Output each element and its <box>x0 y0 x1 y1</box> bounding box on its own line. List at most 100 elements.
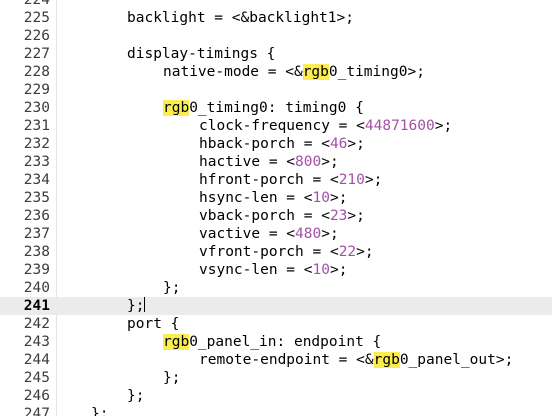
code-line[interactable]: 238 vfront-porch = <22>; <box>0 243 552 261</box>
code-text[interactable]: }; <box>127 387 144 405</box>
line-number: 245 <box>23 370 50 386</box>
code-text[interactable]: vsync-len = <10>; <box>199 261 347 279</box>
number-literal: 800 <box>295 154 322 170</box>
line-number: 232 <box>23 136 50 152</box>
line-number: 246 <box>23 388 50 404</box>
line-number: 247 <box>23 406 50 416</box>
code-token: >; <box>434 118 453 134</box>
code-text[interactable]: port { <box>127 315 179 333</box>
line-number: 233 <box>23 154 50 170</box>
code-token: >; <box>321 154 339 170</box>
code-line[interactable]: 246}; <box>0 387 552 405</box>
code-token: hsync-len = < <box>199 190 313 206</box>
search-highlight: rgb <box>163 100 190 116</box>
code-line[interactable]: 237 vactive = <480>; <box>0 225 552 243</box>
code-token: 0_timing0: timing0 { <box>189 100 364 116</box>
code-text[interactable]: }; <box>163 279 180 297</box>
line-number: 229 <box>23 82 50 98</box>
code-line[interactable]: 232 hback-porch = <46>; <box>0 135 552 153</box>
line-number: 240 <box>23 280 50 296</box>
code-token: }; <box>127 298 145 314</box>
code-text[interactable]: clock-frequency = <44871600>; <box>199 117 452 135</box>
code-line[interactable]: 234 hfront-porch = <210>; <box>0 171 552 189</box>
code-text[interactable]: vfront-porch = <22>; <box>199 243 374 261</box>
line-number: 239 <box>23 262 50 278</box>
code-text[interactable]: vactive = <480>; <box>199 225 339 243</box>
code-text[interactable]: hactive = <800>; <box>199 153 339 171</box>
number-literal: 10 <box>312 262 330 278</box>
code-text[interactable]: rgb0_panel_in: endpoint { <box>163 333 381 351</box>
code-text[interactable]: hfront-porch = <210>; <box>199 171 382 189</box>
code-token: vactive = < <box>199 226 296 242</box>
code-text[interactable]: rgb0_timing0: timing0 { <box>163 99 364 117</box>
search-highlight: rgb <box>163 334 190 350</box>
number-literal: 22 <box>338 244 357 260</box>
code-token: remote-endpoint = <& <box>199 352 374 368</box>
code-line[interactable]: 247}; <box>0 405 552 416</box>
number-literal: 480 <box>295 226 322 242</box>
text-cursor <box>144 297 146 312</box>
code-line[interactable]: 242 port { <box>0 315 552 333</box>
code-text[interactable]: hback-porch = <46>; <box>199 135 365 153</box>
line-number: 242 <box>23 316 50 332</box>
code-line[interactable]: 245}; <box>0 369 552 387</box>
code-token: hback-porch = < <box>199 136 330 152</box>
line-number: 226 <box>23 28 50 44</box>
code-token: }; <box>91 406 109 416</box>
code-text[interactable]: }; <box>163 369 180 387</box>
code-token: >; <box>329 262 348 278</box>
code-token: }; <box>163 280 181 296</box>
code-text[interactable]: native-mode = <&rgb0_timing0>; <box>163 63 425 81</box>
code-token: clock-frequency = < <box>199 118 365 134</box>
code-line[interactable]: 240}; <box>0 279 552 297</box>
code-token: >; <box>364 172 383 188</box>
code-text[interactable]: display-timings { <box>127 45 275 63</box>
code-token: 0_timing0>; <box>328 64 425 80</box>
code-line[interactable]: 227 display-timings { <box>0 45 552 63</box>
gutter-divider <box>56 0 57 416</box>
code-text[interactable]: remote-endpoint = <&rgb0_panel_out>; <box>199 351 513 369</box>
line-number: 230 <box>23 100 50 116</box>
code-token: 0_panel_in: endpoint { <box>189 334 382 350</box>
number-literal: 210 <box>338 172 365 188</box>
number-literal: 23 <box>329 208 348 224</box>
code-token: >; <box>347 208 365 224</box>
code-line[interactable]: 239 vsync-len = <10>; <box>0 261 552 279</box>
code-line[interactable]: 235 hsync-len = <10>; <box>0 189 552 207</box>
code-token: display-timings { <box>127 46 276 62</box>
code-token: }; <box>163 370 181 386</box>
line-number: 238 <box>23 244 50 260</box>
code-line[interactable]: 244 remote-endpoint = <&rgb0_panel_out>; <box>0 351 552 369</box>
code-line[interactable]: 233 hactive = <800>; <box>0 153 552 171</box>
code-token: }; <box>127 388 145 404</box>
line-number-gutter <box>0 0 56 416</box>
code-line[interactable]: 230 rgb0_timing0: timing0 { <box>0 99 552 117</box>
line-number: 224 <box>23 0 50 8</box>
code-text[interactable]: backlight = <&backlight1>; <box>127 9 354 27</box>
line-number: 237 <box>23 226 50 242</box>
line-number: 234 <box>23 172 50 188</box>
line-number: 244 <box>23 352 50 368</box>
code-token: vsync-len = < <box>199 262 313 278</box>
code-token: >; <box>347 136 365 152</box>
code-token: >; <box>321 226 339 242</box>
code-text[interactable]: }; <box>127 297 146 315</box>
code-text[interactable]: }; <box>91 405 108 416</box>
code-text[interactable]: vback-porch = <23>; <box>199 207 365 225</box>
current-code-line[interactable]: 241}; <box>0 297 552 315</box>
code-line[interactable]: 229 <box>0 81 552 99</box>
code-token: hfront-porch = < <box>199 172 339 188</box>
line-number: 235 <box>23 190 50 206</box>
code-text[interactable]: hsync-len = <10>; <box>199 189 347 207</box>
line-number: 227 <box>23 46 50 62</box>
code-line[interactable]: 226 <box>0 27 552 45</box>
code-token: vback-porch = < <box>199 208 330 224</box>
code-line[interactable]: 224 <box>0 0 552 9</box>
